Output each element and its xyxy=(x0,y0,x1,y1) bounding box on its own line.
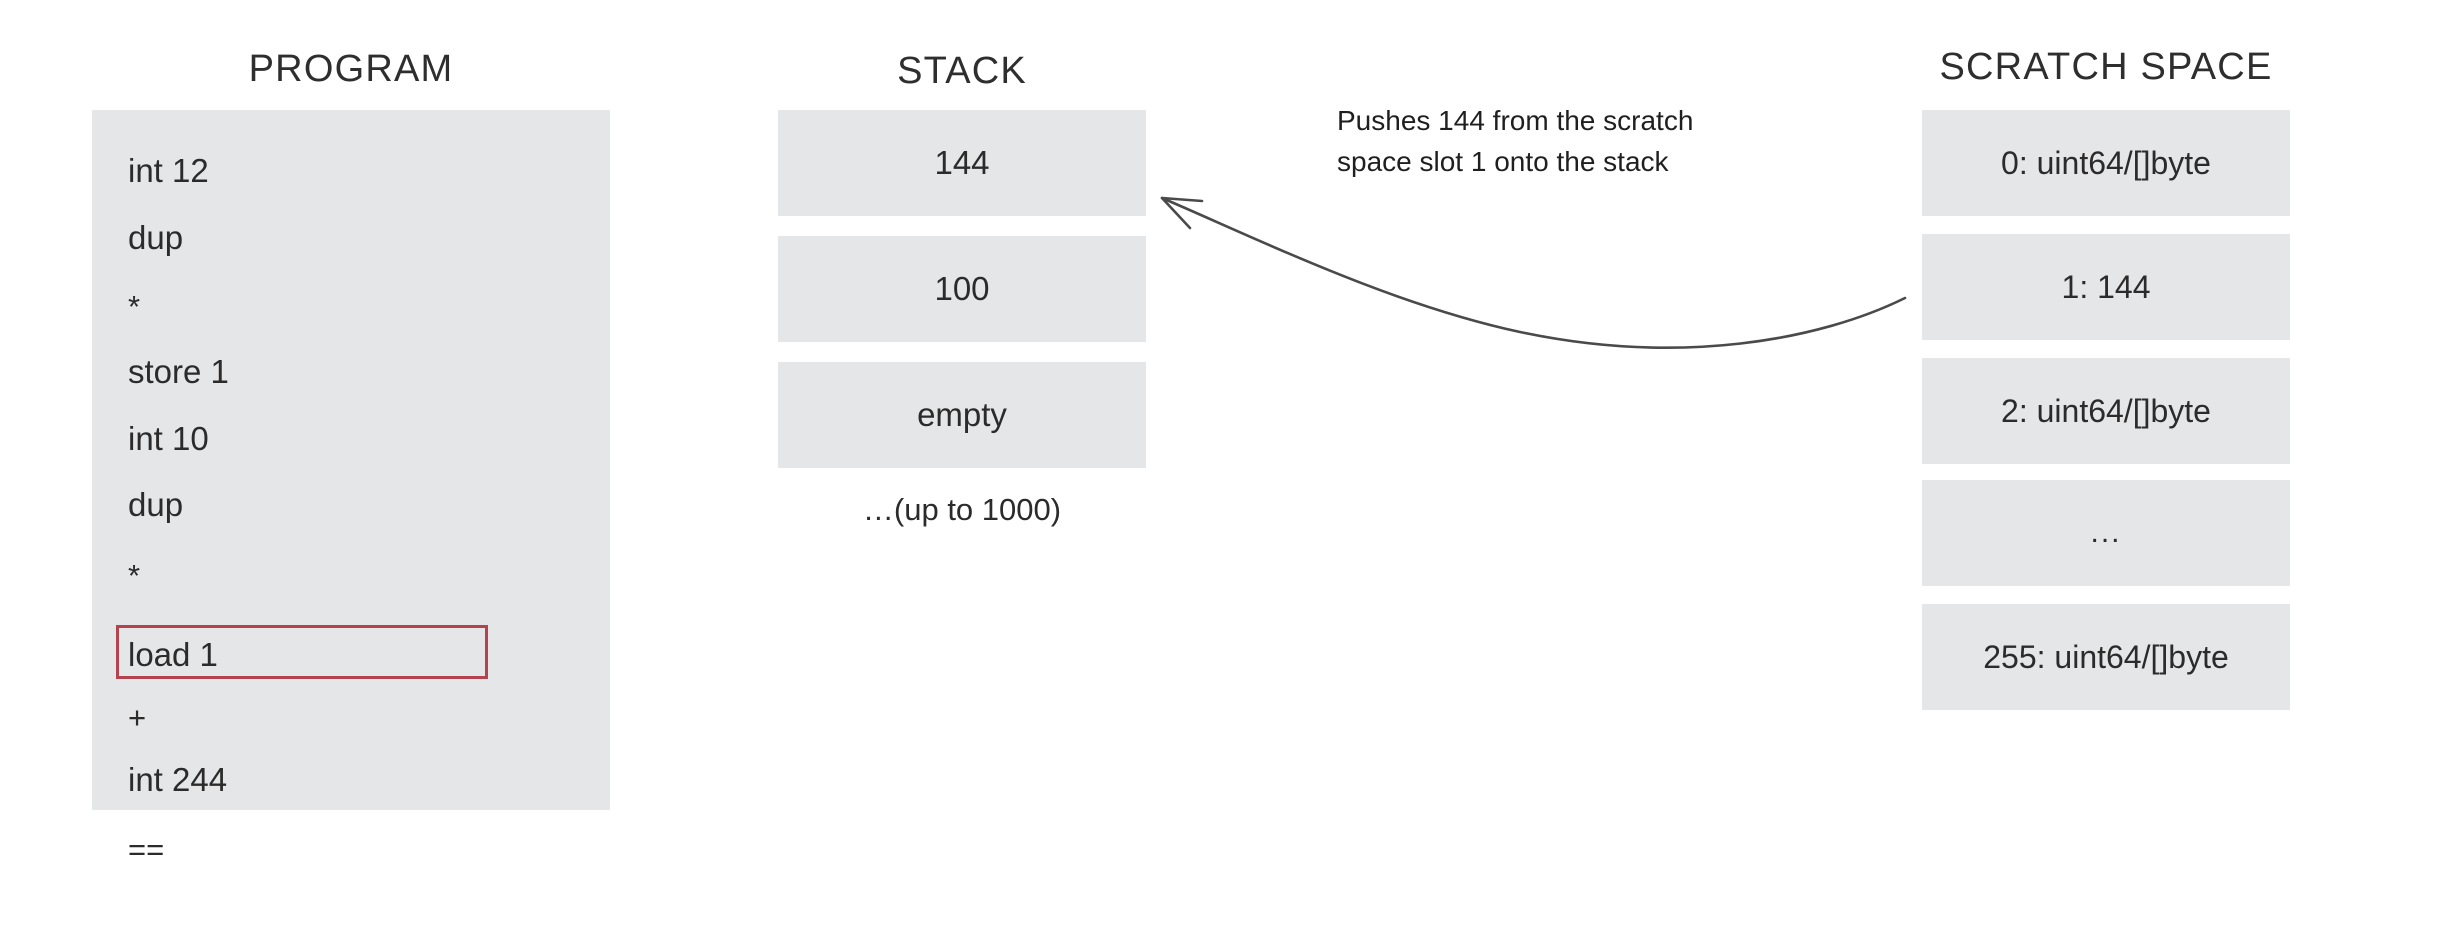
scratch-slot-2: 2: uint64/[]byte xyxy=(1922,358,2290,464)
program-instruction: dup xyxy=(128,219,184,256)
program-instruction-load-1: load 1 xyxy=(128,636,218,673)
program-instruction: int 244 xyxy=(128,761,228,798)
program-panel: int 12 dup * store 1 int 10 dup * load 1… xyxy=(92,110,610,866)
scratch-slot-1: 1: 144 xyxy=(1922,234,2290,340)
scratch-slot-0: 0: uint64/[]byte xyxy=(1922,110,2290,216)
program-instruction: store 1 xyxy=(128,353,229,390)
program-instruction: + xyxy=(128,700,147,735)
program-instruction: int 10 xyxy=(128,420,209,457)
stack-cell: 100 xyxy=(778,236,1146,342)
annotation-arrow xyxy=(1160,196,1907,349)
program-instruction: * xyxy=(128,558,141,593)
program-instruction: int 12 xyxy=(128,152,209,189)
arrow-curve xyxy=(1160,196,1907,349)
arrow-head-icon xyxy=(1160,196,1204,230)
scratch-slot-255: 255: uint64/[]byte xyxy=(1922,604,2290,710)
annotation-line-2: space slot 1 onto the stack xyxy=(1337,146,1669,177)
annotation-line-1: Pushes 144 from the scratch xyxy=(1337,105,1694,136)
stack-capacity-note: …(up to 1000) xyxy=(862,492,1062,527)
stack-cell: empty xyxy=(778,362,1146,468)
scratch-slot-ellipsis: ... xyxy=(1922,480,2290,586)
program-column-title: PROGRAM xyxy=(248,48,454,90)
scratch-space-column-title: SCRATCH SPACE xyxy=(1939,46,2273,88)
program-instruction: == xyxy=(128,832,165,867)
stack-cell-top: 144 xyxy=(778,110,1146,216)
program-instruction-highlight xyxy=(116,625,488,679)
program-instruction: * xyxy=(128,289,141,324)
stack-column-title: STACK xyxy=(897,50,1027,92)
program-instruction: dup xyxy=(128,486,184,523)
annotation-text: Pushes 144 from the scratch space slot 1… xyxy=(1337,100,1807,182)
